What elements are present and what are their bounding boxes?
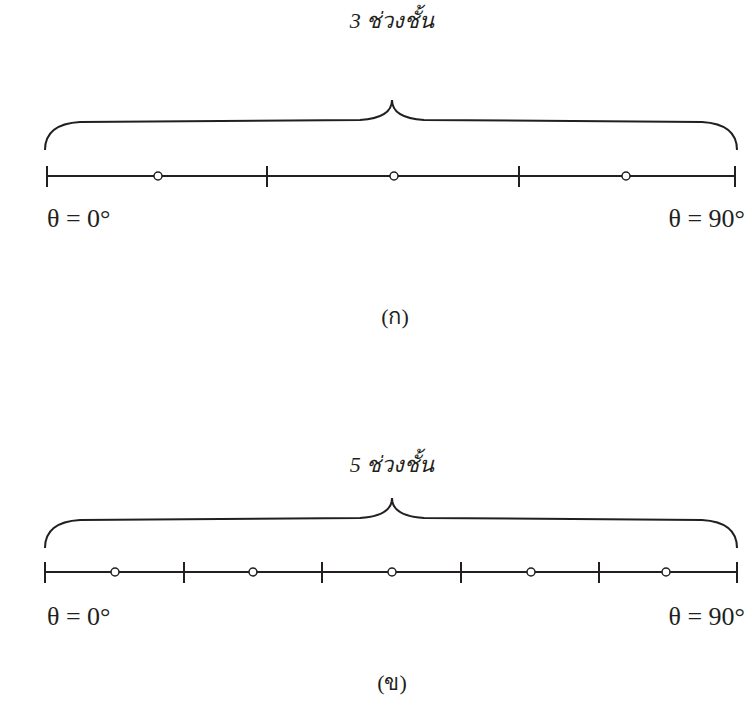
angle-label: θ = 0° — [47, 204, 111, 234]
tick-mark — [736, 562, 738, 583]
midpoint-dot — [622, 172, 630, 180]
tick-mark — [734, 166, 736, 187]
midpoint-dot — [154, 172, 162, 180]
panel-label: (ก) — [381, 304, 409, 329]
curly-brace — [45, 498, 737, 548]
tick-mark — [183, 562, 185, 583]
tick-mark — [598, 562, 600, 583]
midpoint-dot — [111, 568, 119, 576]
angle-label: θ = 90° — [668, 204, 745, 234]
tick-mark — [321, 562, 323, 583]
tick-mark — [266, 166, 268, 187]
midpoint-dot — [249, 568, 257, 576]
midpoint-dot — [662, 568, 670, 576]
curly-brace — [45, 100, 737, 150]
class-count-label: 3 ช่วงชั้น — [350, 8, 435, 33]
tick-mark — [46, 166, 48, 187]
tick-mark — [44, 562, 46, 583]
midpoint-dot — [388, 568, 396, 576]
angle-label: θ = 0° — [47, 602, 111, 632]
angle-label: θ = 90° — [668, 602, 745, 632]
tick-mark — [518, 166, 520, 187]
class-count-label: 5 ช่วงชั้น — [350, 452, 435, 477]
tick-mark — [460, 562, 462, 583]
midpoint-dot — [527, 568, 535, 576]
panel-label: (ข) — [377, 670, 407, 695]
midpoint-dot — [390, 172, 398, 180]
